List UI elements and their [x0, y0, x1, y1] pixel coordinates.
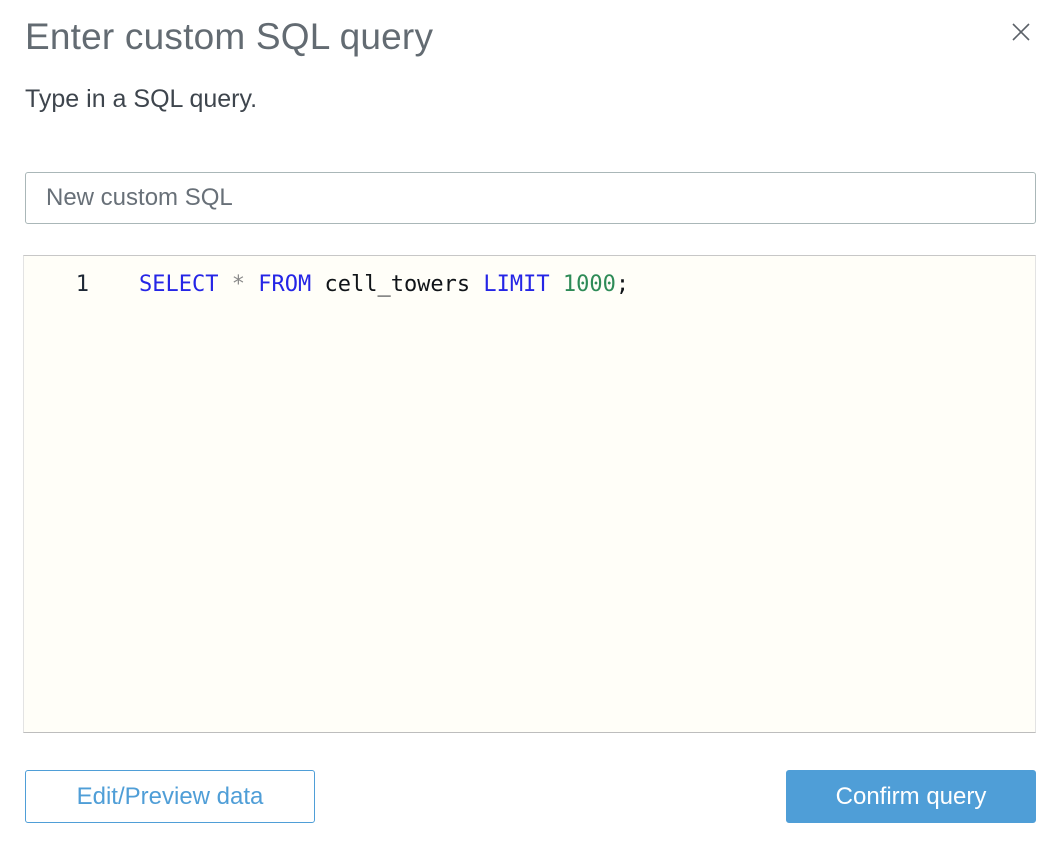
line-number: 1: [75, 272, 89, 297]
dialog-subtitle: Type in a SQL query.: [25, 85, 258, 113]
token-number: 1000: [562, 272, 616, 297]
confirm-query-label: Confirm query: [835, 782, 987, 810]
token-plain: [245, 272, 258, 297]
edit-preview-data-label: Edit/Preview data: [76, 782, 264, 810]
edit-preview-data-button[interactable]: Edit/Preview data: [25, 770, 315, 823]
custom-sql-name-input[interactable]: [25, 172, 1036, 224]
confirm-query-button[interactable]: Confirm query: [786, 770, 1036, 823]
code-area: 1 SELECT * FROM cell_towers LIMIT 1000;: [24, 270, 1035, 300]
token-identifier: cell_towers: [324, 272, 471, 297]
code-row: 1 SELECT * FROM cell_towers LIMIT 1000;: [24, 270, 1035, 300]
token-plain: [311, 272, 324, 297]
token-plain: [550, 272, 563, 297]
token-operator: *: [231, 272, 245, 297]
dialog-title: Enter custom SQL query: [25, 16, 434, 57]
token-keyword: LIMIT: [483, 272, 550, 297]
token-punctuation: ;: [615, 272, 630, 297]
close-button[interactable]: [1007, 18, 1035, 46]
token-plain: [218, 272, 231, 297]
token-keyword: SELECT: [139, 272, 219, 297]
token-plain: [470, 272, 483, 297]
token-keyword: FROM: [258, 272, 312, 297]
sql-code-editor[interactable]: 1 SELECT * FROM cell_towers LIMIT 1000;: [23, 255, 1036, 733]
code-line: SELECT * FROM cell_towers LIMIT 1000;: [139, 270, 629, 300]
close-icon: [1010, 21, 1032, 43]
